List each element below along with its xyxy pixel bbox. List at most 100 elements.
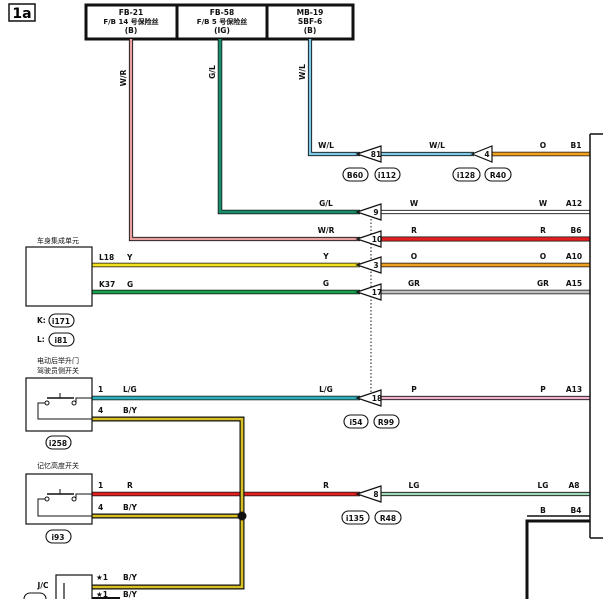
pill-r40-text: R40 (490, 171, 506, 180)
connector-18-glyph (355, 389, 382, 407)
wire-code-fuse2: G/L (208, 65, 217, 79)
connector-pins: 81 4 9 10 3 17 18 8 (371, 150, 490, 499)
pill-i135-text: i135 (346, 514, 364, 523)
body-integrated-unit: 车身集成单元 L18 Y K37 G K: i171 L: i81 (25, 236, 133, 347)
pill-i54 (343, 414, 369, 429)
wire-code-fuse3: W/L (298, 64, 307, 80)
wire-b-y (92, 416, 247, 599)
pill-i128 (452, 167, 481, 182)
wire-code-fuse1: W/R (119, 69, 128, 86)
wire-g-l (217, 39, 360, 215)
pill-r99 (373, 414, 400, 429)
variant-k-code: i171 (52, 317, 70, 326)
label-18-left: L/G (319, 385, 333, 394)
connector-81-glyph (355, 145, 382, 163)
label-b1-wire: O (540, 141, 546, 150)
pill-i112-text: i112 (378, 171, 396, 180)
vertical-wire-codes: W/R G/L W/L (119, 64, 307, 87)
fuse-2-supply: (IG) (214, 26, 230, 35)
label-b1-term: B1 (571, 141, 582, 150)
label-a8-term: A8 (568, 481, 579, 490)
jc-label: J/C (36, 581, 49, 590)
memory-title: 记忆高度开关 (37, 461, 79, 470)
connector-arrows (355, 145, 493, 503)
tailgate-pin-4: 4 (98, 406, 103, 415)
pin-8: 8 (373, 490, 378, 499)
label-3-mid: O (411, 252, 417, 261)
connector-9-glyph (355, 203, 382, 221)
fuse-1-code: FB-21 (119, 8, 143, 17)
connector-17-glyph (355, 283, 382, 301)
variant-l-code: i81 (54, 336, 67, 345)
pill-i112 (374, 167, 401, 182)
jc-pin-1b: ★1 (96, 590, 108, 599)
memory-wire-by: B/Y (123, 503, 137, 512)
fuse-3-supply: (B) (304, 26, 317, 35)
page-tag: 1a (8, 3, 36, 22)
label-9-right: W (539, 199, 548, 208)
label-9-left: G/L (319, 199, 333, 208)
memory-pin-4: 4 (98, 503, 103, 512)
wire-labels: W/L W/L O B1 G/L W W A12 W/R R R B6 Y O … (318, 141, 583, 515)
connector-pills (341, 167, 512, 525)
pill-i54-text: i54 (349, 418, 362, 427)
connector-3-glyph (355, 256, 382, 274)
pin-18: 18 (372, 394, 382, 403)
fuse-1-desc: F/B 14 号保险丝 (103, 17, 158, 26)
connector-10-glyph (355, 230, 382, 248)
pill-b60 (342, 167, 369, 182)
label-17-right: GR (537, 279, 549, 288)
body-unit-title: 车身集成单元 (37, 236, 79, 245)
label-a12-term: A12 (566, 199, 582, 208)
fuse-2-code: FB-58 (210, 8, 234, 17)
pill-i128-text: i128 (457, 171, 475, 180)
pin-81: 81 (371, 150, 381, 159)
fuse-3-desc: SBF-6 (298, 17, 322, 26)
tailgate-title-2: 驾驶员侧开关 (37, 366, 79, 375)
fuse-block: FB-21 F/B 14 号保险丝 (B) FB-58 F/B 5 号保险丝 (… (84, 3, 355, 41)
page-tag-label: 1a (12, 6, 31, 22)
label-3-right: O (540, 252, 546, 261)
jc-wire-1b: B/Y (123, 590, 137, 599)
label-b4-term: B4 (571, 506, 582, 515)
label-17-mid: GR (408, 279, 420, 288)
wire-w-l (307, 39, 474, 157)
label-18-mid: P (411, 385, 417, 394)
memory-pin-1: 1 (98, 481, 103, 490)
label-b4-wire: B (540, 506, 546, 515)
pill-r48 (374, 510, 402, 525)
pill-i135 (341, 510, 370, 525)
label-8-mid: LG (409, 481, 420, 490)
label-10-mid: R (411, 226, 417, 235)
pill-r99-text: R99 (378, 418, 394, 427)
body-pin-k37: K37 (99, 280, 115, 289)
label-81-left: W/L (318, 141, 334, 150)
label-17-left: G (323, 279, 329, 288)
variant-k-label: K: (37, 316, 46, 325)
jc-pin-1a: ★1 (96, 573, 108, 582)
label-8-left: R (323, 481, 329, 490)
ecu-connector-block (589, 133, 603, 539)
variant-l-label: L: (37, 335, 45, 344)
tailgate-wire-by: B/Y (123, 406, 137, 415)
label-a15-term: A15 (566, 279, 582, 288)
label-b6-term: B6 (571, 226, 582, 235)
body-wire-g: G (127, 280, 133, 289)
tailgate-title-1: 电动后举升门 (37, 356, 79, 365)
joint-connector: J/C ★1 B/Y ★1 B/Y (23, 573, 137, 599)
label-81-mid: W/L (429, 141, 445, 150)
tailgate-code: i258 (49, 439, 67, 448)
label-9-mid: W (410, 199, 419, 208)
memory-code: i93 (51, 533, 64, 542)
pin-4: 4 (484, 150, 489, 159)
connector-8-glyph (355, 485, 382, 503)
fuse-3-code: MB-19 (297, 8, 324, 17)
pin-17: 17 (372, 288, 382, 297)
tailgate-wire-lg: L/G (123, 385, 137, 394)
pin-9: 9 (373, 208, 378, 217)
label-a10-term: A10 (566, 252, 582, 261)
label-a13-term: A13 (566, 385, 582, 394)
pill-r48-text: R48 (380, 514, 396, 523)
connector-4-glyph (470, 145, 493, 163)
label-3-left: Y (322, 252, 329, 261)
